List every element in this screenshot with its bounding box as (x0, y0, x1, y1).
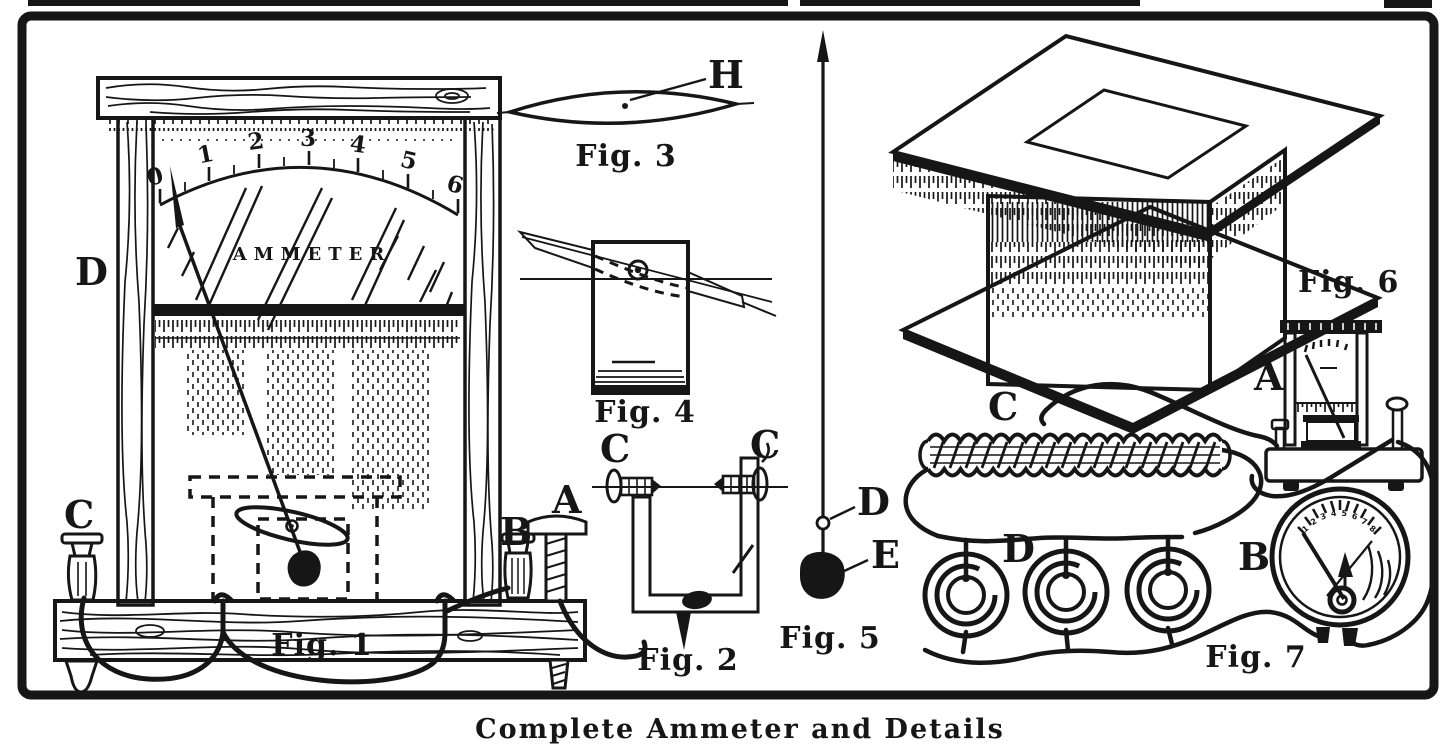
scale-0: 0 (144, 162, 166, 192)
cells-d (922, 546, 1212, 639)
scale-4: 4 (348, 130, 368, 159)
fig7-circuit: 1 2 3 4 5 6 7 8 C D B A Fig. 7 (903, 320, 1437, 675)
fig7-callout-c: C (988, 384, 1018, 429)
coil-c (918, 432, 1232, 478)
fig7-callout-d: D (1002, 526, 1035, 571)
fig3-vane: H Fig. 3 (496, 52, 755, 174)
meter-b-num: 4 (1330, 509, 1337, 519)
meter-a-small-ammeter (1264, 320, 1424, 491)
binding-post-c (60, 532, 104, 602)
wood-grain-base (59, 609, 579, 657)
meter-b-num: 8 (1368, 524, 1378, 535)
glass-reflections (166, 185, 454, 331)
meter-b-num: 2 (1309, 517, 1318, 528)
dial-scale-numbers: 0 1 2 3 4 5 6 (144, 125, 467, 200)
fig5-callout-e: E (871, 532, 900, 577)
base-foot (63, 659, 100, 694)
binding-post-b (500, 532, 536, 600)
fig5-pointer-needle: D E Fig. 5 (779, 30, 900, 656)
dial-ticks (158, 151, 460, 213)
fig2-callout-c-left: C (600, 426, 630, 471)
needle-weight (800, 551, 845, 599)
fig5-callout-d: D (857, 479, 890, 524)
fig1-callout-c: C (64, 492, 94, 537)
meter-b-num: 3 (1319, 511, 1327, 521)
cell-3 (1124, 546, 1212, 634)
scale-2: 2 (246, 127, 266, 156)
scale-6: 6 (444, 170, 467, 200)
fig6-square-bobbin: Fig. 6 (888, 33, 1399, 434)
fig1-complete-ammeter: 0 1 2 3 4 5 6 AMMETER (53, 76, 648, 694)
meter-b-num: 5 (1341, 509, 1348, 518)
dial-arc (159, 165, 459, 217)
fig1-wires (78, 585, 648, 685)
scale-3: 3 (300, 125, 316, 152)
fig6-label: Fig. 6 (1298, 265, 1399, 300)
meter-b-scale-numbers: 1 2 3 4 5 6 7 8 (1300, 509, 1377, 535)
fig1-callout-a: A (551, 477, 582, 522)
ammeter-dial-text: AMMETER (232, 244, 392, 265)
fig1-label: Fig. 1 (271, 628, 372, 663)
cell-1 (922, 551, 1010, 639)
fig1-callout-d: D (75, 249, 108, 294)
meter-b-num: 7 (1360, 516, 1369, 527)
fig7-wires (903, 381, 1437, 665)
meter-b-num: 6 (1351, 512, 1359, 522)
fig4-card-pivot: Fig. 4 (516, 230, 777, 430)
fig7-callout-a: A (1253, 354, 1284, 399)
plate-border (17, 11, 1439, 700)
fig4-label: Fig. 4 (594, 395, 695, 430)
thumbscrew-a (526, 514, 588, 690)
needle-counterweight (287, 550, 321, 587)
fig2-callout-c-right: C (750, 422, 780, 467)
wood-grain-top-bar (105, 83, 491, 115)
fig7-callout-b: B (1238, 534, 1270, 579)
fig7-label: Fig. 7 (1205, 640, 1306, 675)
fig2-label: Fig. 2 (637, 643, 738, 678)
needle-assembly (170, 166, 350, 587)
meter-b-num: 1 (1300, 524, 1310, 535)
plate-caption: Complete Ammeter and Details (475, 714, 1005, 745)
cell-2 (1022, 548, 1110, 636)
page-edge-marks (28, 0, 1432, 8)
fig3-callout-h: H (708, 52, 744, 97)
meter-b-round: 1 2 3 4 5 6 7 8 (1269, 486, 1411, 646)
fig1-callout-b: B (500, 509, 532, 554)
fig5-label: Fig. 5 (779, 621, 880, 656)
scale-5: 5 (398, 146, 420, 176)
fig3-label: Fig. 3 (575, 139, 676, 174)
wood-grain-posts (121, 121, 495, 603)
scale-1: 1 (195, 140, 216, 170)
fig2-bearing-bracket: C C Fig. 2 (592, 422, 788, 678)
